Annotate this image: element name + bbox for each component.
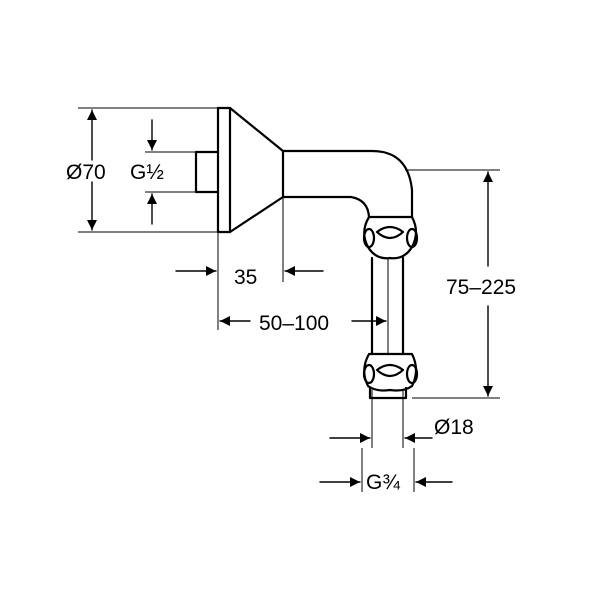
body-diameter-label: Ø70 bbox=[66, 161, 106, 184]
dimension-body-diameter: Ø70 bbox=[66, 107, 218, 233]
dimension-flange-depth: 35 bbox=[175, 197, 324, 330]
dimension-pipe-diameter: Ø18 bbox=[329, 390, 474, 448]
inlet-stub bbox=[194, 150, 220, 194]
outlet-thread-label: G¾ bbox=[366, 471, 400, 494]
arm-inner bbox=[281, 195, 371, 219]
height-label: 75–225 bbox=[446, 276, 516, 299]
cone-body bbox=[216, 106, 285, 234]
upper-nut bbox=[362, 215, 419, 260]
lower-nut bbox=[362, 352, 419, 392]
dimension-inlet-thread: G½ bbox=[130, 119, 196, 225]
pipe-diameter-label: Ø18 bbox=[434, 416, 474, 439]
dimension-outlet-thread: G¾ bbox=[319, 448, 453, 494]
fitting-outline bbox=[194, 106, 414, 400]
projection-label: 50–100 bbox=[259, 312, 329, 335]
dimension-height: 75–225 bbox=[405, 169, 516, 399]
arm-outer bbox=[281, 149, 414, 219]
flange-depth-label: 35 bbox=[234, 266, 257, 289]
dimension-projection: 50–100 bbox=[219, 312, 387, 335]
outlet-stub bbox=[368, 386, 408, 400]
inlet-thread-label: G½ bbox=[130, 161, 164, 184]
